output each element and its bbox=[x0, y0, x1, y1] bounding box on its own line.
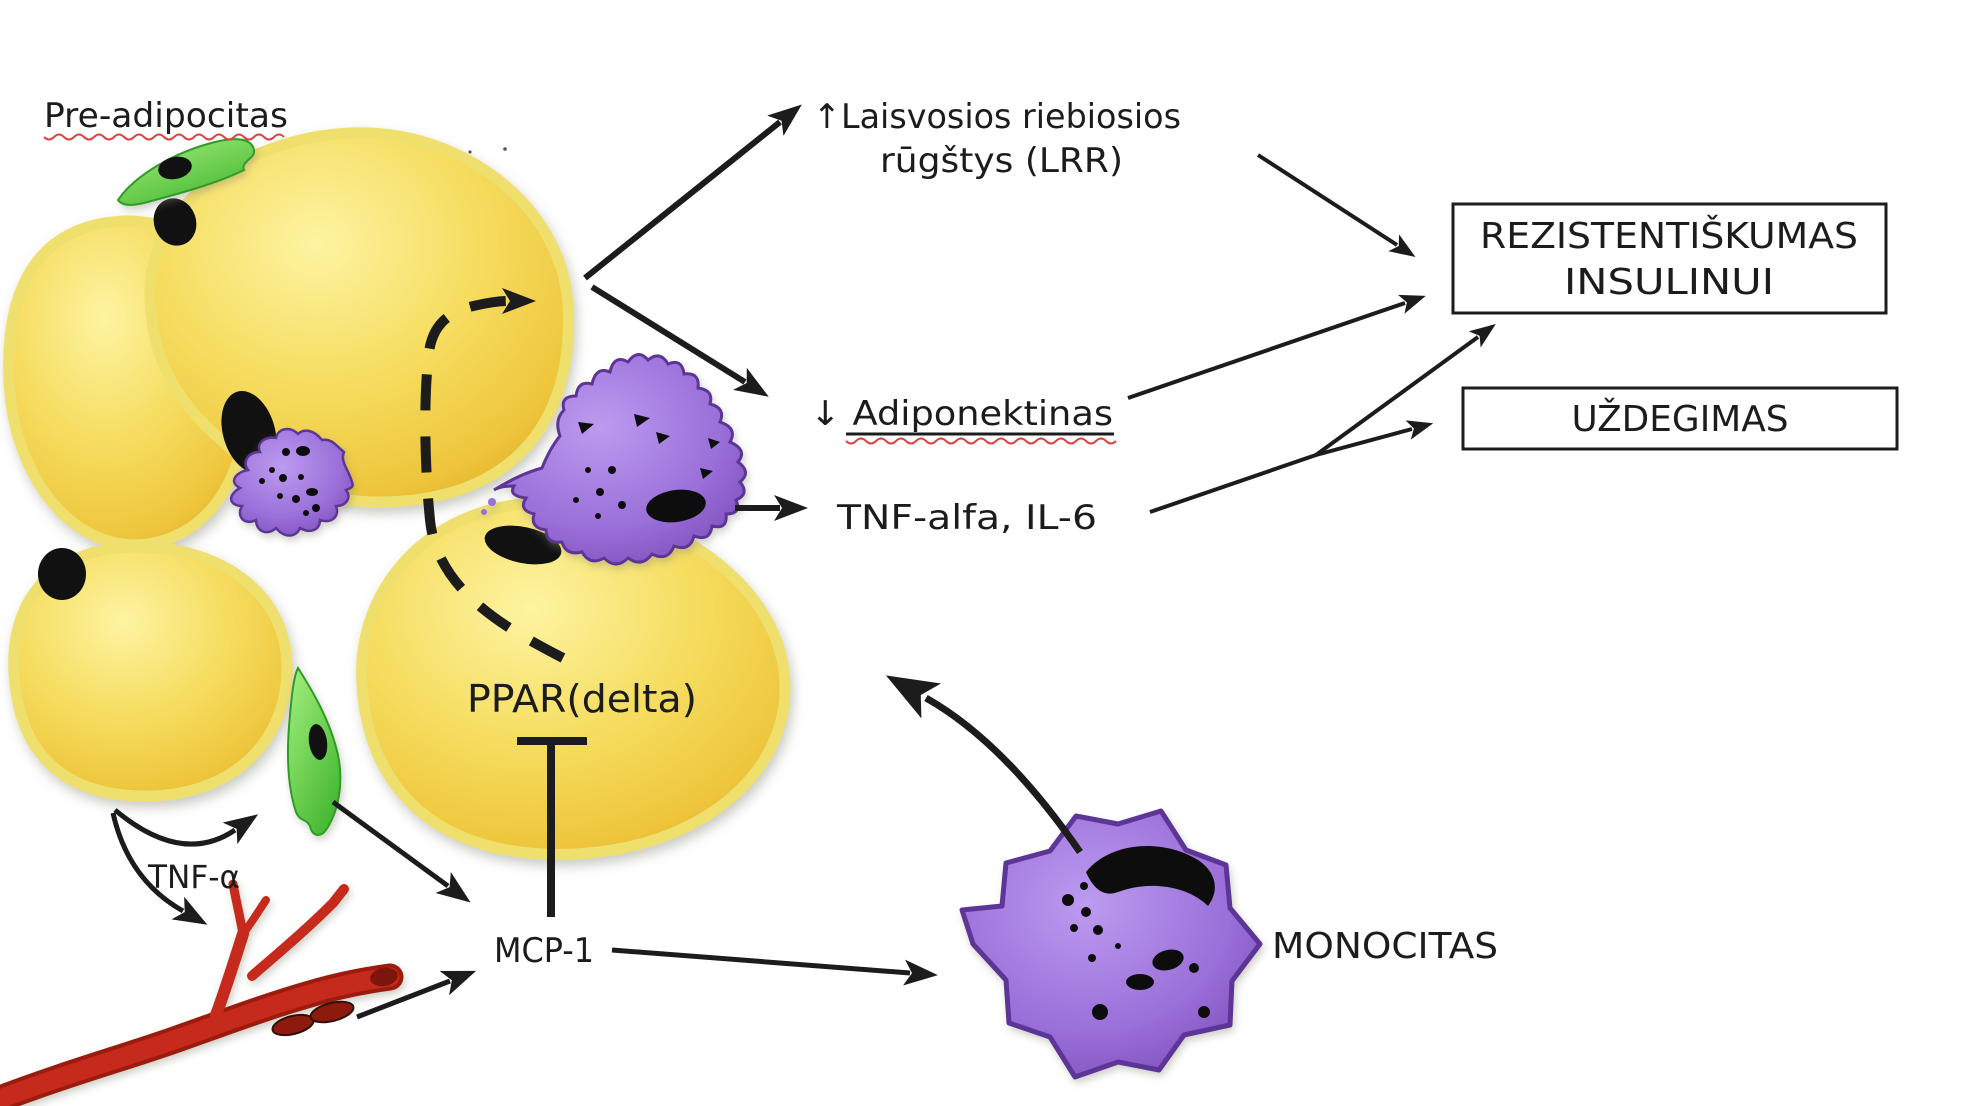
macrophage-fragment bbox=[488, 498, 496, 506]
insulin-resistance-box bbox=[1451, 202, 1888, 315]
vessel-tip bbox=[370, 967, 398, 987]
arrow-to-adiponectin bbox=[590, 284, 769, 397]
label-monocyte: MONOCITAS bbox=[1272, 926, 1498, 967]
adiponectin-spellcheck-squiggle bbox=[845, 437, 1117, 445]
vessel-branch bbox=[210, 928, 249, 1021]
label-tnf-il6: TNF-alfa, IL-6 bbox=[836, 498, 1097, 538]
label-inflammation: UŽDEGIMAS bbox=[1572, 398, 1789, 440]
cell-nucleus bbox=[153, 198, 197, 246]
arrow-vessel-to-mcp1 bbox=[356, 970, 477, 1020]
arrow-tnf-to-insulin-resistance bbox=[1149, 324, 1496, 514]
arrow-adiponectin-to-insulin-resistance bbox=[1127, 294, 1426, 400]
arrow-monocyte-to-adipose bbox=[885, 675, 1083, 854]
label-ffa-line1: ↑Laisvosios riebiosios bbox=[813, 97, 1181, 137]
arrow-tnfalpha-to-preadipocyte bbox=[113, 808, 259, 847]
label-pre-adipocyte: Pre-adipocitas bbox=[44, 96, 288, 136]
inhibition-tee-ppar-mcp1 bbox=[517, 737, 587, 917]
arrow-tnf-to-inflammation bbox=[1315, 420, 1434, 457]
label-insulin-resistance-line2: INSULINUI bbox=[1564, 262, 1774, 303]
vessel-trunk bbox=[0, 967, 400, 1106]
cell-nucleus bbox=[38, 548, 86, 600]
arrow-mcp1-to-monocyte bbox=[611, 947, 938, 986]
macrophage-large bbox=[481, 353, 747, 566]
monocyte-granules bbox=[1062, 882, 1210, 1020]
inflammation-box bbox=[1461, 386, 1899, 451]
arrow-ffa-to-insulin-resistance bbox=[1256, 153, 1416, 257]
monocyte bbox=[959, 808, 1263, 1080]
arrow-preadipocyte-to-mcp1 bbox=[331, 799, 471, 903]
macrophage-small bbox=[230, 427, 354, 537]
label-ppar: PPAR(delta) bbox=[467, 677, 697, 721]
label-insulin-resistance-line1: REZISTENTIŠKUMAS bbox=[1480, 215, 1858, 257]
macrophage-granules bbox=[573, 414, 720, 523]
label-ffa-line2: rūgštys (LRR) bbox=[880, 141, 1123, 181]
vessel-branch bbox=[239, 896, 270, 938]
red-blood-cells bbox=[271, 1000, 355, 1037]
macrophage-fragment bbox=[481, 509, 487, 515]
monocyte-nucleus bbox=[1086, 846, 1215, 906]
arrow-ppar-feedback-dashed bbox=[420, 288, 566, 663]
blood-vessel bbox=[0, 879, 404, 1106]
preadipocyte-nuclei bbox=[158, 156, 328, 760]
label-adiponectin: ↓ Adiponektinas bbox=[810, 394, 1113, 434]
erythrocyte bbox=[309, 1000, 355, 1024]
outcome-box-insulin-resistance: REZISTENTIŠKUMAS INSULINUI bbox=[1451, 202, 1888, 315]
cell-nucleus bbox=[158, 156, 192, 180]
cell-nucleus bbox=[308, 724, 328, 760]
monocyte-cell bbox=[959, 808, 1263, 1080]
adipocyte-cell bbox=[356, 497, 791, 860]
outcome-box-inflammation: UŽDEGIMAS bbox=[1461, 386, 1899, 451]
label-mcp1: MCP-1 bbox=[494, 931, 594, 971]
arrow-tnfalpha-to-vessel bbox=[110, 812, 208, 925]
macrophage-granules bbox=[259, 446, 320, 516]
vessel-branch bbox=[247, 884, 349, 981]
label-tnf-alpha: TNF-α bbox=[147, 858, 240, 896]
pre-adipocyte-spellcheck-squiggle bbox=[43, 133, 285, 141]
macrophage-cell bbox=[230, 427, 354, 537]
arrow-to-ffa bbox=[583, 104, 802, 281]
cell-nucleus bbox=[484, 525, 562, 565]
